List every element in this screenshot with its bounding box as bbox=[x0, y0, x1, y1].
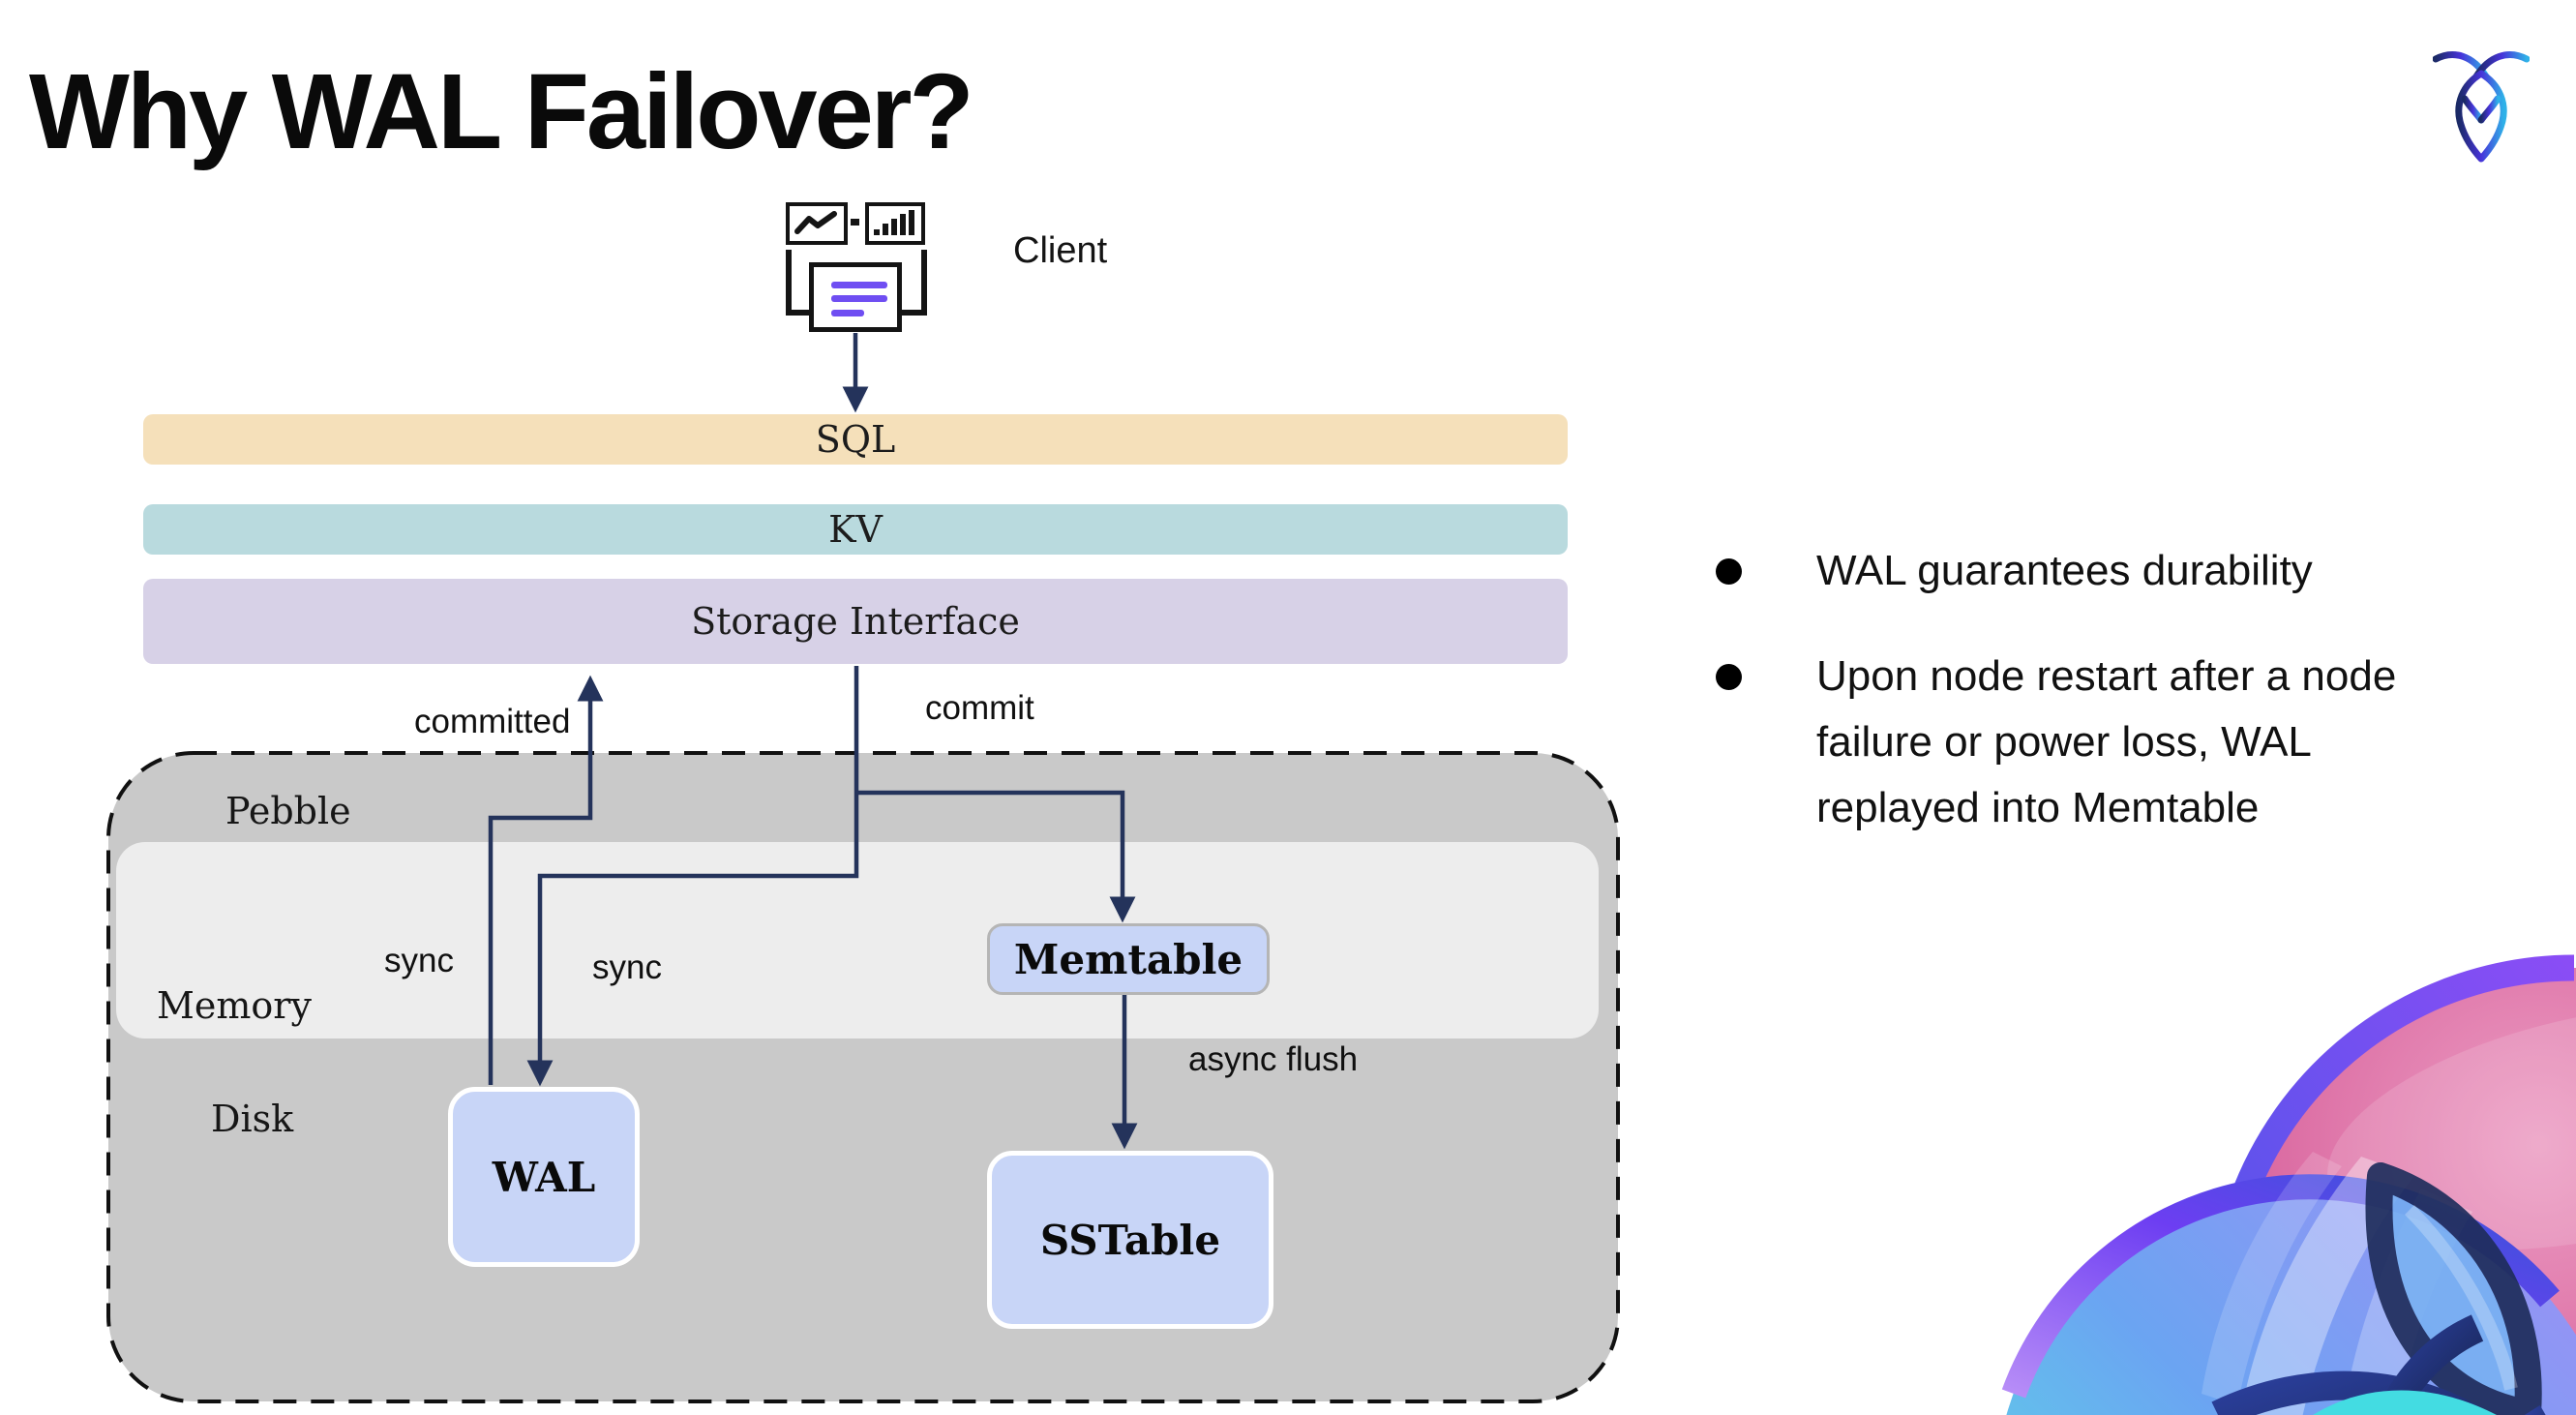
node-memtable: Memtable bbox=[987, 923, 1270, 995]
layer-storage-interface: Storage Interface bbox=[143, 579, 1568, 664]
edge-label-commit: commit bbox=[925, 689, 1034, 727]
document-icon bbox=[809, 262, 902, 332]
bullet-text: Upon node restart after a node failure o… bbox=[1816, 652, 2397, 831]
cockroachdb-logo-icon bbox=[2433, 51, 2530, 163]
memory-zone-label: Memory bbox=[157, 984, 312, 1027]
bullet-list: WAL guarantees durability Upon node rest… bbox=[1716, 538, 2480, 881]
edge-label-async-flush: async flush bbox=[1188, 1040, 1359, 1078]
edge-commit-to-memtable bbox=[856, 790, 1136, 923]
doc-line bbox=[831, 295, 887, 302]
layer-kv: KV bbox=[143, 504, 1568, 555]
dash-connector-icon bbox=[851, 219, 859, 226]
edge-label-committed: committed bbox=[414, 703, 571, 740]
edge-committed bbox=[488, 675, 604, 1085]
edge-label-sync-2: sync bbox=[592, 948, 662, 986]
pebble-label: Pebble bbox=[225, 790, 351, 832]
doc-line bbox=[831, 310, 864, 316]
bullet-item: Upon node restart after a node failure o… bbox=[1716, 644, 2480, 841]
layer-kv-label: KV bbox=[828, 508, 883, 551]
page-title: Why WAL Failover? bbox=[29, 52, 974, 171]
left-bracket-icon bbox=[786, 250, 813, 316]
edge-sync-to-wal bbox=[526, 666, 859, 1087]
node-sstable-label: SSTable bbox=[1039, 1216, 1221, 1264]
bullet-item: WAL guarantees durability bbox=[1716, 538, 2480, 604]
brand-spheres-decoration-icon bbox=[2001, 954, 2576, 1415]
layer-sql-label: SQL bbox=[815, 418, 896, 461]
node-wal: WAL bbox=[448, 1087, 640, 1267]
client-label: Client bbox=[1013, 230, 1108, 271]
edge-label-sync-1: sync bbox=[384, 942, 454, 979]
right-bracket-icon bbox=[900, 250, 927, 316]
bullet-text: WAL guarantees durability bbox=[1816, 547, 2313, 594]
line-chart-icon bbox=[786, 202, 848, 245]
node-wal-label: WAL bbox=[492, 1153, 596, 1201]
layer-storage-interface-label: Storage Interface bbox=[691, 600, 1020, 643]
bullet-dot-icon bbox=[1716, 558, 1742, 585]
doc-line bbox=[831, 282, 887, 288]
bullet-dot-icon bbox=[1716, 664, 1742, 690]
node-sstable: SSTable bbox=[987, 1151, 1273, 1329]
layer-sql: SQL bbox=[143, 414, 1568, 465]
bar-chart-icon bbox=[865, 202, 925, 245]
node-memtable-label: Memtable bbox=[1013, 935, 1243, 983]
disk-zone-label: Disk bbox=[211, 1098, 294, 1140]
